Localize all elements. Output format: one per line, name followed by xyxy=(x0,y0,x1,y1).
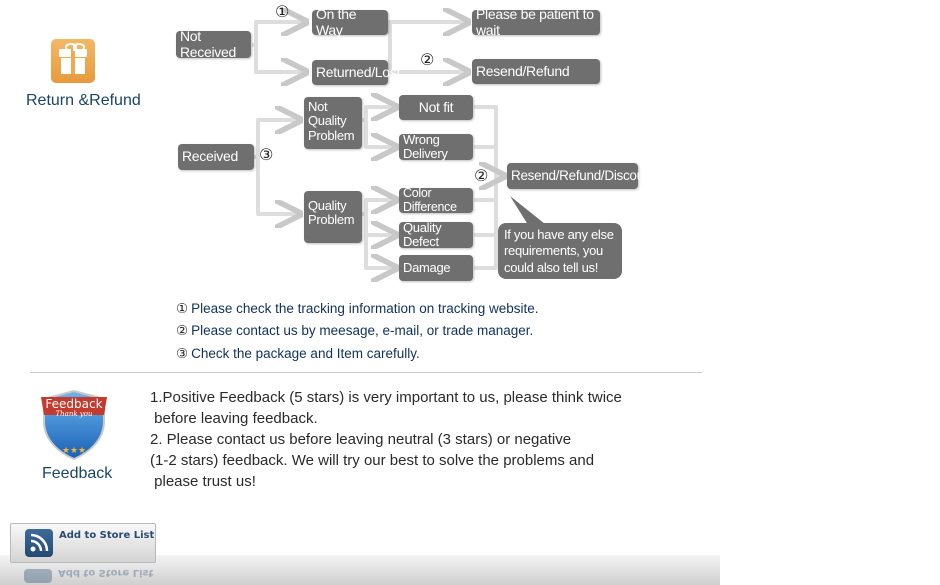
marker-2-top: ② xyxy=(420,50,435,69)
feedback-title: Feedback xyxy=(42,465,113,482)
node-received: Received xyxy=(178,144,254,170)
section-divider xyxy=(30,372,702,373)
node-not-quality-problem: Not Quality Problem xyxy=(304,97,362,149)
feedback-line-5: please trust us! xyxy=(150,473,256,490)
add-to-store-list-button[interactable]: Add to Store List xyxy=(10,523,156,563)
svg-text:★★★: ★★★ xyxy=(62,446,86,456)
store-button-label: Add to Store List xyxy=(59,530,155,541)
store-button-reflection: Add to Store List xyxy=(10,565,156,585)
marker-1: ① xyxy=(275,2,290,21)
badge-title: Feedback xyxy=(45,397,102,411)
node-quality-defect: Quality Defect xyxy=(399,220,473,249)
node-color-difference: Color Difference xyxy=(399,186,473,213)
note-3-text: Check the package and Item carefully. xyxy=(191,346,420,361)
node-please-wait: Please be patient to wait xyxy=(472,6,600,37)
note-1-text: Please check the tracking information on… xyxy=(191,301,539,316)
feedback-line-4: (1-2 stars) feedback. We will try our be… xyxy=(150,452,595,469)
feedback-line-3: 2. Please contact us before leaving neut… xyxy=(150,431,572,448)
marker-2-right: ② xyxy=(474,166,489,185)
node-quality-problem: Quality Problem xyxy=(304,191,362,243)
requirements-bubble: If you have any else requirements, you c… xyxy=(498,223,622,279)
feedback-badge-icon: Feedback Thank you ★★★ xyxy=(41,389,107,461)
node-returned-lost: Returned/Lost xyxy=(312,60,400,85)
rss-icon xyxy=(25,529,53,557)
gift-icon xyxy=(51,39,95,83)
node-resend-refund-discount: Resend/Refund/Discount xyxy=(507,163,655,189)
feedback-line-1: 1.Positive Feedback (5 stars) is very im… xyxy=(150,389,622,406)
node-not-fit: Not fit xyxy=(399,95,473,120)
node-damage: Damage xyxy=(399,255,473,281)
return-refund-title: Return &Refund xyxy=(26,92,141,109)
note-2-num: ② xyxy=(176,323,189,339)
feedback-line-2: before leaving feedback. xyxy=(150,410,318,427)
note-1-num: ① xyxy=(176,301,189,317)
note-3-num: ③ xyxy=(176,346,189,362)
node-wrong-delivery: Wrong Delivery xyxy=(399,132,473,161)
node-not-received: Not Received xyxy=(176,28,251,59)
flow-connectors xyxy=(252,0,545,300)
marker-3: ③ xyxy=(259,145,274,164)
node-resend-refund: Resend/Refund xyxy=(472,59,600,84)
node-on-the-way: On the Way xyxy=(312,6,388,37)
badge-subtitle: Thank you xyxy=(55,410,92,418)
bubble-tail xyxy=(510,196,545,228)
note-2-text: Please contact us by meesage, e-mail, or… xyxy=(191,323,534,338)
store-button-reflection-label: Add to Store List xyxy=(58,567,154,578)
